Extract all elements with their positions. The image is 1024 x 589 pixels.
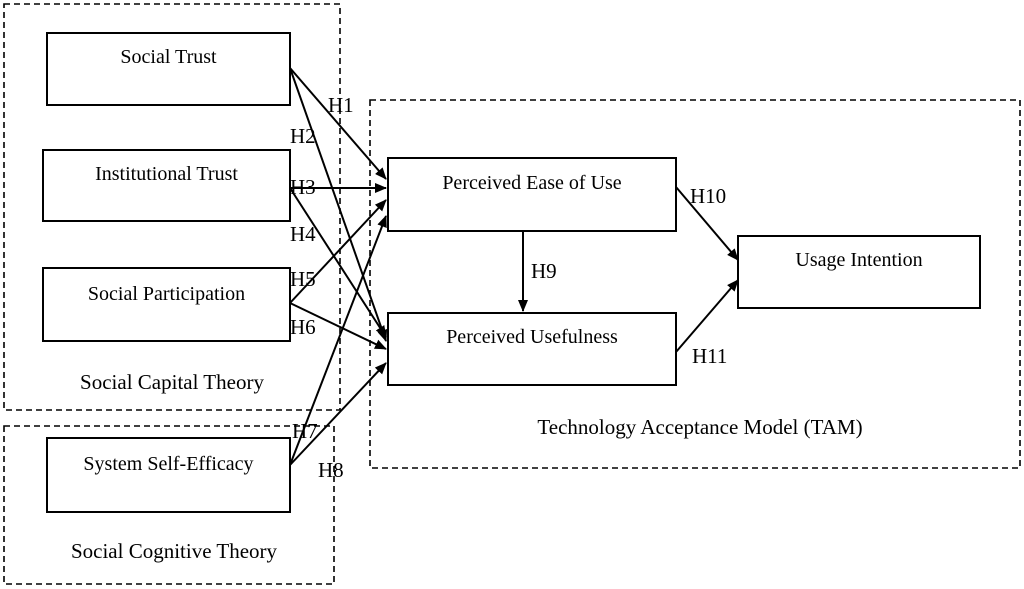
hypothesis-label-h9: H9 (531, 259, 557, 283)
edge-h2 (289, 67, 388, 342)
hypothesis-label-h11: H11 (692, 344, 727, 368)
social-trust-label: Social Trust (120, 46, 217, 68)
usage-intention-label: Usage Intention (795, 249, 922, 271)
hypothesis-label-h6: H6 (290, 315, 316, 339)
edge-h8 (289, 362, 387, 466)
social-capital-theory-label: Social Capital Theory (80, 370, 264, 394)
hypothesis-label-h1: H1 (328, 93, 354, 117)
hypothesis-label-h5: H5 (290, 267, 316, 291)
edge-h10 (675, 186, 739, 261)
node-perceived-ease-of-use: Perceived Ease of Use (387, 157, 677, 232)
hypothesis-label-h8: H8 (318, 458, 344, 482)
node-institutional-trust: Institutional Trust (42, 149, 291, 222)
hypothesis-label-h3: H3 (290, 175, 316, 199)
social-cognitive-theory-label: Social Cognitive Theory (71, 539, 278, 563)
hypothesis-label-h10: H10 (690, 184, 726, 208)
tam-label: Technology Acceptance Model (TAM) (537, 415, 862, 439)
perceived-ease-of-use-label: Perceived Ease of Use (442, 172, 621, 194)
edge-h5 (289, 199, 387, 304)
node-perceived-usefulness: Perceived Usefulness (387, 312, 677, 386)
edge-h11 (675, 279, 739, 353)
system-self-efficacy-label: System Self-Efficacy (83, 453, 253, 475)
edge-h1 (289, 67, 387, 180)
node-usage-intention: Usage Intention (737, 235, 981, 309)
node-social-trust: Social Trust (46, 32, 291, 106)
tam-group (369, 99, 1021, 469)
social-participation-label: Social Participation (88, 283, 245, 305)
hypothesis-label-h2: H2 (290, 124, 316, 148)
hypothesis-label-h4: H4 (290, 222, 316, 246)
institutional-trust-label: Institutional Trust (95, 163, 238, 185)
perceived-usefulness-label: Perceived Usefulness (446, 326, 618, 348)
edge-h7 (289, 215, 387, 466)
edge-h4 (289, 187, 387, 338)
node-system-self-efficacy: System Self-Efficacy (46, 437, 291, 513)
hypothesis-label-h7: H7 (292, 419, 318, 443)
social-cognitive-theory-group (3, 425, 335, 585)
social-capital-theory-group (3, 3, 341, 411)
edge-h6 (289, 302, 387, 350)
node-social-participation: Social Participation (42, 267, 291, 342)
